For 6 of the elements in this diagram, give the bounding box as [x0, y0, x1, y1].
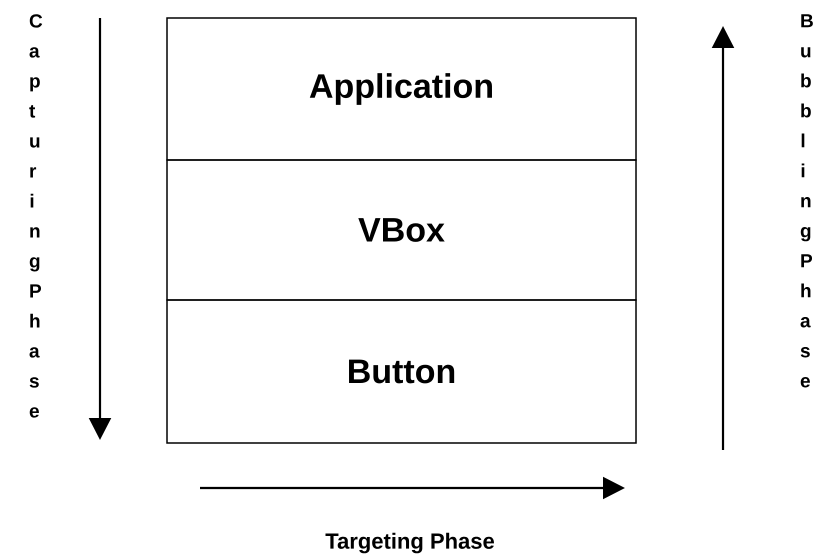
- layer-box: Application: [166, 17, 637, 161]
- layer-box: VBox: [166, 159, 637, 301]
- vertical-label: Bubbling Phase: [800, 14, 813, 388]
- vertical-label: Capturing Phase: [29, 14, 42, 418]
- layer-box: Button: [166, 299, 637, 444]
- phase-label: Targeting Phase: [326, 532, 494, 554]
